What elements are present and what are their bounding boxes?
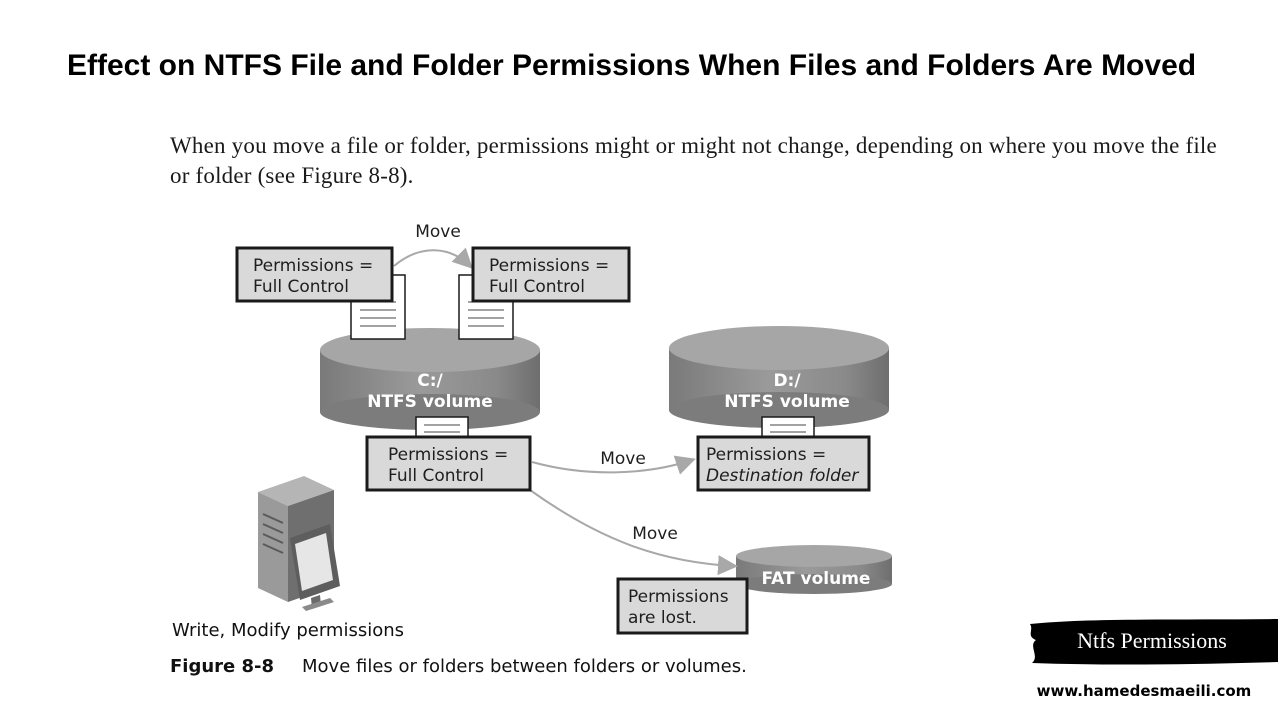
volume-c-label: C:/ (417, 371, 443, 391)
move-label-fat: Move (632, 524, 678, 544)
permission-box-c-volume: Permissions = Full Control (367, 437, 530, 490)
permission-line2: Full Control (253, 277, 349, 297)
permission-box-fat-volume: Permissions are lost. (618, 579, 747, 633)
volume-c-type: NTFS volume (367, 392, 493, 412)
permission-box-moved-same-volume: Permissions = Full Control (473, 248, 629, 301)
permission-box-source: Permissions = Full Control (237, 248, 392, 301)
volume-d-type: NTFS volume (724, 392, 850, 412)
permission-line1: Permissions = (388, 445, 508, 465)
move-label-same-volume: Move (415, 222, 461, 242)
volume-c-cylinder: C:/ NTFS volume (320, 328, 540, 430)
volume-fat-cylinder: FAT volume (736, 545, 892, 594)
permission-line1: Permissions = (489, 256, 609, 276)
move-label-ntfs: Move (600, 449, 646, 469)
permission-line2: Full Control (489, 277, 585, 297)
permission-line1: Permissions = (253, 256, 373, 276)
server-icon (258, 476, 340, 611)
brand-banner-label: Ntfs Permissions (1026, 628, 1278, 654)
permission-line2: are lost. (628, 608, 697, 628)
server-caption: Write, Modify permissions (172, 620, 404, 641)
permission-line2: Full Control (388, 466, 484, 486)
figure-number: Figure 8-8 (170, 656, 274, 677)
permission-line1: Permissions = (706, 445, 826, 465)
figure-caption: Move files or folders between folders or… (302, 656, 747, 677)
permission-box-d-volume: Permissions = Destination folder (698, 437, 869, 490)
arrow-icon (394, 250, 470, 266)
volume-fat-label: FAT volume (762, 569, 871, 589)
permission-line1: Permissions (628, 587, 729, 607)
volume-d-cylinder: D:/ NTFS volume (669, 326, 889, 428)
permission-line2: Destination folder (706, 466, 859, 486)
volume-d-label: D:/ (773, 371, 801, 391)
website-link[interactable]: www.hamedesmaeili.com (1030, 682, 1258, 700)
